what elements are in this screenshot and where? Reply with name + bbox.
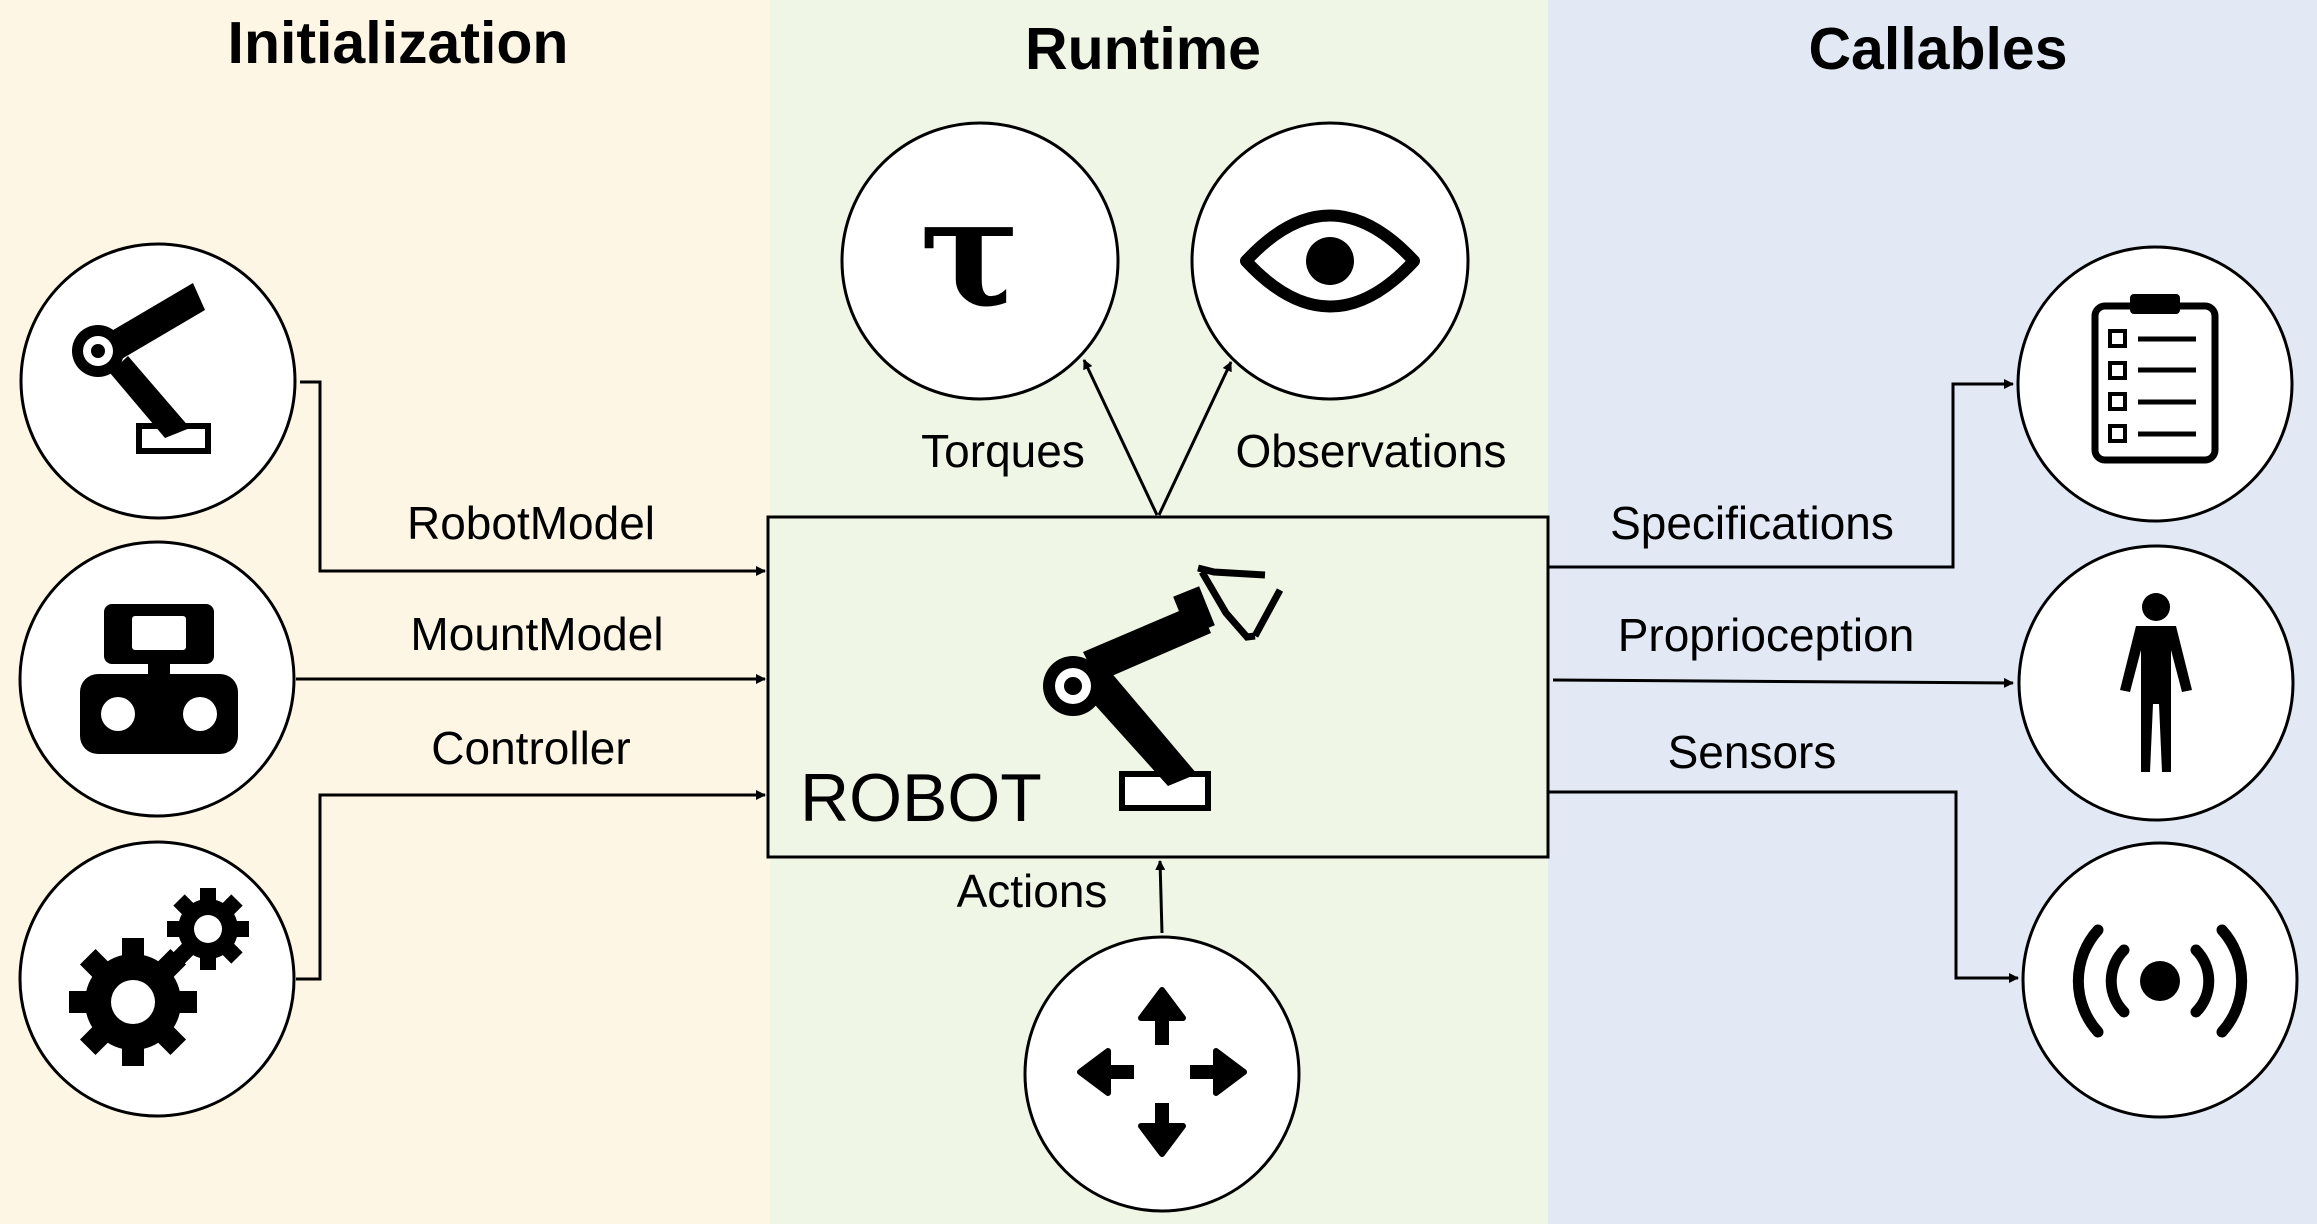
- controller-label: Controller: [431, 722, 630, 774]
- sensors-label: Sensors: [1668, 726, 1837, 778]
- sensors-node: [2021, 841, 2299, 1119]
- clipboard-checklist-icon: [2091, 294, 2219, 464]
- observations-connector: [1157, 361, 1233, 516]
- torques-label: Torques: [921, 425, 1085, 477]
- mountmodel-node: [18, 540, 296, 818]
- mount-base-icon: [80, 604, 238, 754]
- torques-connector: [1082, 359, 1159, 516]
- controller-connector: [296, 790, 766, 981]
- robotmodel-label: RobotModel: [407, 497, 655, 549]
- proprioception-node: [2017, 544, 2295, 822]
- robot-box: [766, 515, 1550, 859]
- actions-label: Actions: [957, 865, 1108, 917]
- specifications-node: [2016, 245, 2294, 523]
- runtime-title: Runtime: [1025, 16, 1261, 82]
- robot-arm-gripper-icon: [1043, 564, 1284, 811]
- tau-icon: τ: [920, 165, 1021, 341]
- specifications-label: Specifications: [1610, 497, 1894, 549]
- eye-icon: [1240, 209, 1420, 313]
- robotmodel-connector: [300, 380, 766, 576]
- mountmodel-label: MountModel: [410, 608, 663, 660]
- specifications-connector: [1549, 379, 2014, 569]
- signal-broadcast-icon: [2072, 924, 2248, 1038]
- observations-label: Observations: [1235, 425, 1506, 477]
- controller-node: [18, 840, 296, 1118]
- actions-node: [1023, 935, 1301, 1213]
- person-icon: [2120, 593, 2192, 772]
- robotmodel-node: [19, 242, 297, 520]
- proprioception-label: Proprioception: [1618, 609, 1915, 661]
- robot-label: ROBOT: [800, 760, 1042, 836]
- robot-arm-icon: [72, 283, 211, 454]
- torques-node: τ: [840, 121, 1120, 401]
- gears-icon: [69, 888, 249, 1066]
- callables-title: Callables: [1808, 16, 2067, 82]
- observations-node: [1190, 121, 1470, 401]
- proprioception-connector: [1552, 677, 2014, 688]
- move-arrows-icon: [1077, 987, 1247, 1157]
- sensors-connector: [1549, 790, 2019, 983]
- initialization-title: Initialization: [228, 10, 569, 76]
- actions-connector: [1155, 860, 1166, 934]
